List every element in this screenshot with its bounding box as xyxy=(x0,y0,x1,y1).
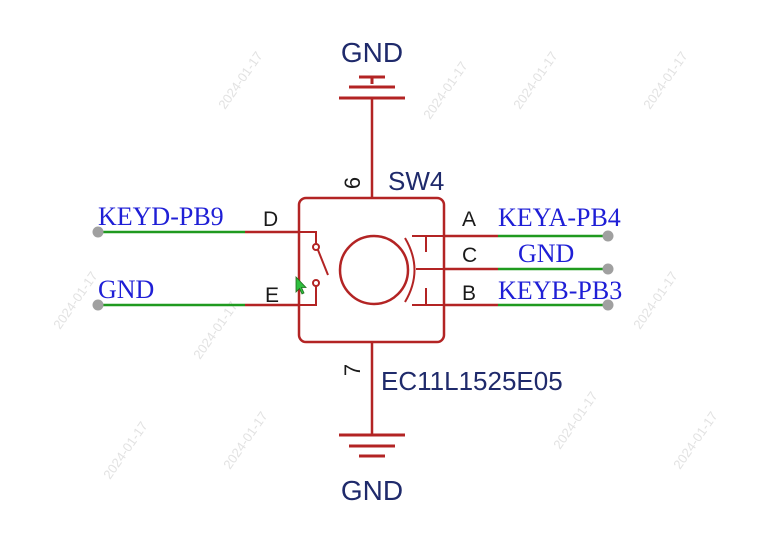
pin-letter-d: D xyxy=(263,208,278,231)
svg-text:2024-01-17: 2024-01-17 xyxy=(670,409,720,472)
pin-letter-b: B xyxy=(462,282,476,305)
svg-text:2024-01-17: 2024-01-17 xyxy=(630,269,680,332)
svg-text:2024-01-17: 2024-01-17 xyxy=(420,59,470,122)
part-number-label[interactable]: EC11L1525E05 xyxy=(381,366,563,396)
encoder-contacts xyxy=(404,235,444,306)
svg-text:2024-01-17: 2024-01-17 xyxy=(550,389,600,452)
pin-number-7: 7 xyxy=(340,364,365,376)
pin-number-6: 6 xyxy=(340,177,365,189)
push-switch-symbol xyxy=(299,231,329,306)
gnd-label-bottom: GND xyxy=(341,475,403,506)
wire-endpoint-b[interactable] xyxy=(602,299,614,311)
designator-label[interactable]: SW4 xyxy=(388,166,444,196)
svg-text:2024-01-17: 2024-01-17 xyxy=(50,269,100,332)
wire-endpoint-a[interactable] xyxy=(602,230,614,242)
svg-text:2024-01-17: 2024-01-17 xyxy=(100,419,150,482)
svg-text:2024-01-17: 2024-01-17 xyxy=(215,49,265,112)
encoder-knob xyxy=(338,234,410,306)
pin-letter-e: E xyxy=(265,284,279,307)
net-label-b[interactable]: KEYB-PB3 xyxy=(498,276,622,305)
pin-letter-a: A xyxy=(462,208,476,231)
wire-endpoint-e[interactable] xyxy=(92,299,104,311)
svg-text:2024-01-17: 2024-01-17 xyxy=(640,49,690,112)
gnd-symbol-bottom xyxy=(339,433,405,458)
mouse-cursor-icon xyxy=(295,276,307,295)
net-label-d[interactable]: KEYD-PB9 xyxy=(98,202,224,231)
net-label-a[interactable]: KEYA-PB4 xyxy=(498,203,621,232)
svg-text:2024-01-17: 2024-01-17 xyxy=(220,409,270,472)
net-label-e[interactable]: GND xyxy=(98,275,154,304)
wire-endpoint-c[interactable] xyxy=(602,263,614,275)
gnd-label-top: GND xyxy=(341,37,403,68)
left-wires xyxy=(92,226,299,311)
svg-text:2024-01-17: 2024-01-17 xyxy=(510,49,560,112)
svg-text:2024-01-17: 2024-01-17 xyxy=(190,299,240,362)
right-wires xyxy=(444,230,614,311)
gnd-symbol-top xyxy=(339,75,405,100)
net-label-c[interactable]: GND xyxy=(518,239,574,268)
pin-letter-c: C xyxy=(462,244,477,267)
wire-endpoint-d[interactable] xyxy=(92,226,104,238)
